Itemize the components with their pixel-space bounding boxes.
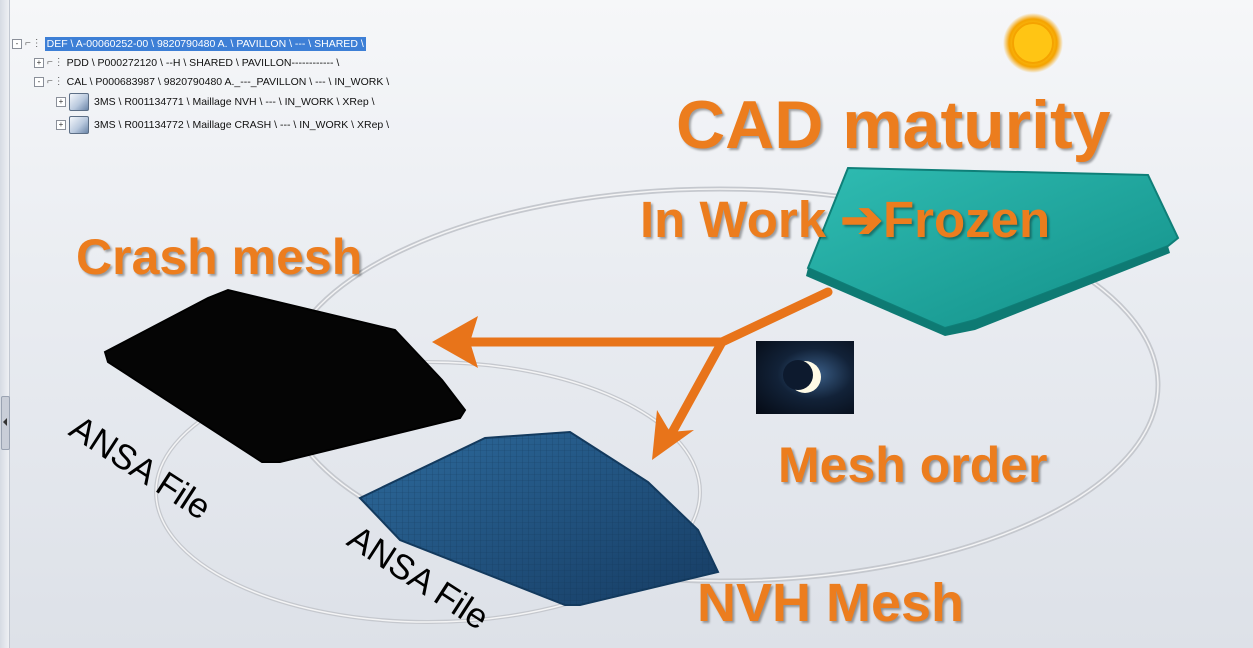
- tree-item-cal[interactable]: - ⌐ ⋮ CAL \ P000683987 \ 9820790480 A._-…: [34, 72, 389, 92]
- tree-item-label[interactable]: PDD \ P000272120 \ --H \ SHARED \ PAVILL…: [66, 56, 340, 69]
- collapse-toggle[interactable]: -: [34, 77, 44, 87]
- sun-icon: [988, 0, 1078, 90]
- tree-connector-icon: ⌐ ⋮: [25, 38, 42, 49]
- tree-item-def[interactable]: - ⌐ ⋮ DEF \ A-00060252-00 \ 9820790480 A…: [12, 34, 366, 54]
- crash-mesh-label: Crash mesh: [76, 229, 363, 285]
- expand-toggle[interactable]: +: [34, 58, 44, 68]
- tree-connector-icon: ⌐ ⋮: [47, 76, 64, 87]
- left-panel-splitter[interactable]: [0, 0, 10, 648]
- crash-mesh-part: [103, 288, 467, 463]
- tree-item-label[interactable]: 3MS \ R001134772 \ Maillage CRASH \ --- …: [94, 118, 390, 131]
- product-cube-icon: [69, 93, 89, 111]
- nvh-mesh-label: NVH Mesh: [697, 573, 965, 633]
- collapse-toggle[interactable]: -: [12, 39, 22, 49]
- branch-arrows: [457, 287, 833, 445]
- tree-item-pdd[interactable]: + ⌐ ⋮ PDD \ P000272120 \ --H \ SHARED \ …: [34, 53, 339, 73]
- mesh-order-label: Mesh order: [778, 437, 1048, 493]
- moon-drawing: [783, 360, 821, 393]
- tree-item-label[interactable]: DEF \ A-00060252-00 \ 9820790480 A. \ PA…: [44, 36, 366, 52]
- cad-roof-part: [806, 166, 1180, 336]
- expand-toggle[interactable]: +: [56, 120, 66, 130]
- tree-item-label[interactable]: 3MS \ R001134771 \ Maillage NVH \ --- \ …: [94, 95, 375, 108]
- tree-item-label[interactable]: CAL \ P000683987 \ 9820790480 A._---_PAV…: [66, 75, 390, 88]
- tree-connector-icon: ⌐ ⋮: [47, 57, 64, 68]
- expand-toggle[interactable]: +: [56, 97, 66, 107]
- sun-drawing: [1003, 13, 1063, 73]
- product-cube-icon: [69, 116, 89, 134]
- in-work-frozen-label: In Work ➔Frozen: [640, 191, 1051, 248]
- tree-item-3ms-nvh[interactable]: + 3MS \ R001134771 \ Maillage NVH \ --- …: [56, 92, 375, 112]
- cad-maturity-title: CAD maturity: [676, 87, 1111, 163]
- arrow-head-nvh: [652, 410, 694, 460]
- crescent-moon-icon: [756, 341, 854, 414]
- collapse-handle[interactable]: [1, 396, 10, 450]
- tree-item-3ms-crash[interactable]: + 3MS \ R001134772 \ Maillage CRASH \ --…: [56, 115, 389, 135]
- arrow-head-crash: [432, 316, 478, 368]
- nvh-mesh-part: [358, 430, 720, 606]
